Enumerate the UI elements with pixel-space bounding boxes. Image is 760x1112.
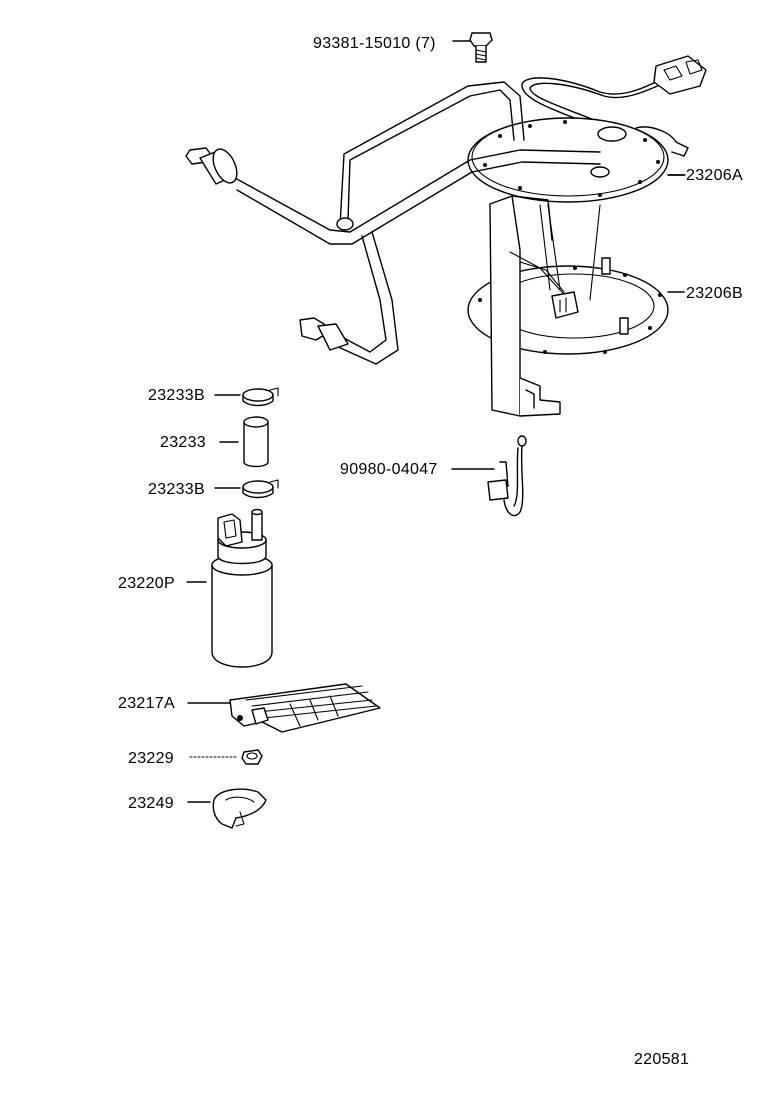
cushion-drawing — [189, 749, 263, 765]
label-hose: 23233 — [160, 434, 206, 451]
sender-top-plate-drawing — [467, 117, 689, 203]
hose-drawing — [219, 416, 269, 468]
diagram-id: 220581 — [634, 1051, 689, 1068]
fuel-tubes-drawing — [185, 81, 601, 365]
label-clamp-top: 23233B — [148, 387, 205, 404]
fuel-filter-drawing — [187, 683, 381, 733]
wire-harness-drawing — [451, 435, 527, 517]
label-retainer: 23249 — [128, 795, 174, 812]
label-filter: 23217A — [118, 695, 175, 712]
label-gauge-a: 23206A — [686, 167, 743, 184]
pump-bracket-drawing — [489, 195, 601, 417]
retainer-drawing — [187, 788, 267, 829]
bolt-drawing — [452, 32, 493, 63]
label-bolt: 93381-15010 (7) — [313, 35, 436, 52]
harness-connector-drawing — [521, 55, 707, 129]
fuel-pump-drawing — [186, 508, 273, 668]
label-cushion: 23229 — [128, 750, 174, 767]
label-wire: 90980-04047 — [340, 461, 438, 478]
clamp-top-drawing — [214, 387, 279, 407]
label-clamp-bottom: 23233B — [148, 481, 205, 498]
label-gauge-b: 23206B — [686, 285, 743, 302]
clamp-bottom-drawing — [214, 479, 279, 499]
label-pump: 23220P — [118, 575, 175, 592]
